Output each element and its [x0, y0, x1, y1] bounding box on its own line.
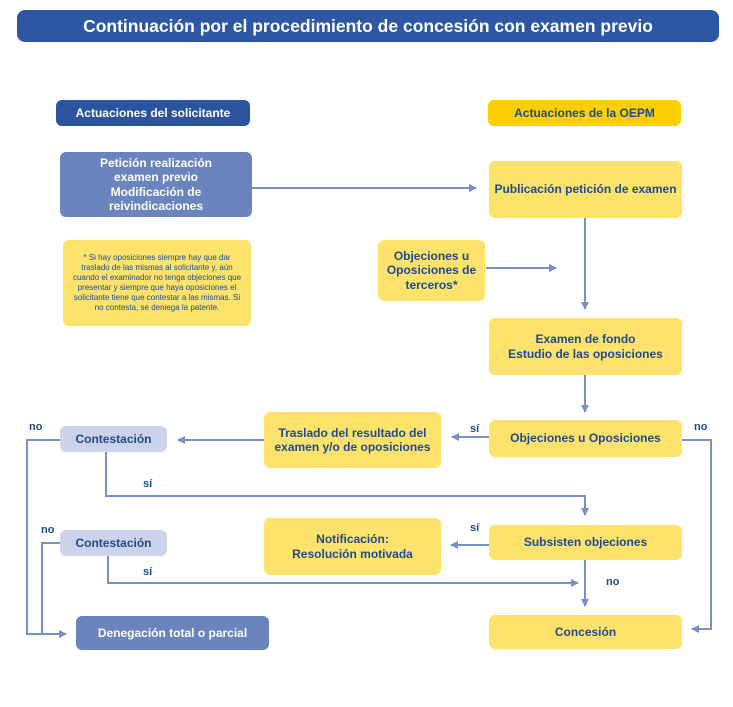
arrow-reply2-no-to-refusal	[42, 543, 60, 634]
yes-label-reply1: sí	[143, 478, 152, 490]
arrow-reply1-no-to-refusal	[27, 440, 66, 634]
yes-label-transfer: sí	[470, 423, 479, 435]
no-label-reply2: no	[41, 524, 54, 536]
yes-label-notification: sí	[470, 522, 479, 534]
no-label-grant: no	[606, 576, 619, 588]
arrow-objections-no-to-grant	[682, 440, 711, 629]
yes-label-reply2: sí	[143, 566, 152, 578]
no-label-objections: no	[694, 421, 707, 433]
arrow-reply2-to-junction	[108, 556, 578, 583]
arrow-reply1-to-persisting	[106, 452, 585, 515]
no-label-reply1: no	[29, 421, 42, 433]
